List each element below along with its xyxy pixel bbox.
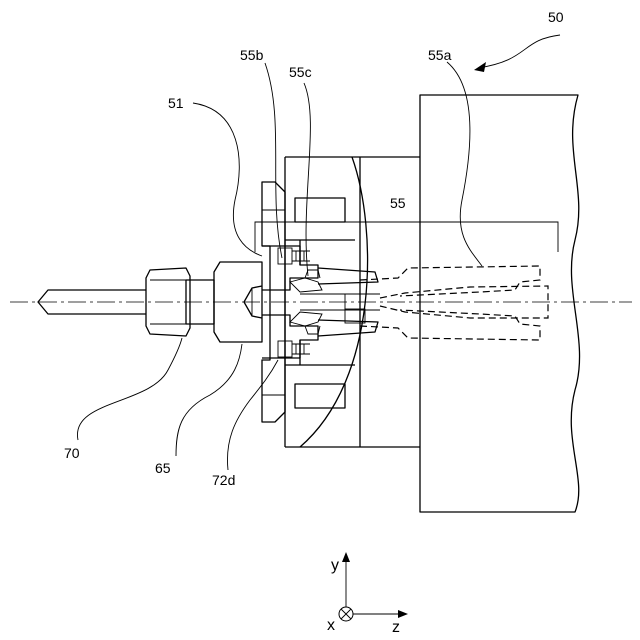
leader-51 <box>193 103 262 256</box>
y-axis-arrow <box>342 552 350 562</box>
leader-55c <box>304 83 310 276</box>
collet-lower <box>290 312 322 334</box>
label-51: 51 <box>168 95 184 111</box>
label-65: 65 <box>155 460 171 476</box>
label-50: 50 <box>548 9 564 25</box>
label-55a: 55a <box>428 47 452 63</box>
housing-lower-steps <box>285 340 355 408</box>
screw-upper-thread <box>292 251 310 261</box>
screw-lower-thread <box>292 344 310 354</box>
leader-65 <box>176 344 242 456</box>
hidden-tool-upper <box>360 266 540 296</box>
machine-body-50 <box>420 95 580 512</box>
coordinate-axes: y x z <box>327 552 408 636</box>
label-55b: 55b <box>240 47 264 63</box>
label-70: 70 <box>64 445 80 461</box>
leader-72d <box>227 360 278 470</box>
z-axis-arrow <box>398 610 408 618</box>
leader-55b <box>265 63 282 258</box>
label-55c: 55c <box>289 64 312 80</box>
axis-label-x: x <box>327 617 335 634</box>
collet-upper <box>290 270 322 292</box>
housing-upper-steps <box>285 198 355 265</box>
hidden-tool-lower <box>360 310 540 340</box>
axis-label-y: y <box>331 557 339 574</box>
leader-70 <box>77 338 182 440</box>
label-55: 55 <box>390 195 406 211</box>
label-72d: 72d <box>212 472 235 488</box>
leader-50 <box>478 35 560 68</box>
leader-55a <box>447 62 482 266</box>
leader-50-arrow <box>474 62 486 72</box>
axis-label-z: z <box>392 619 400 636</box>
